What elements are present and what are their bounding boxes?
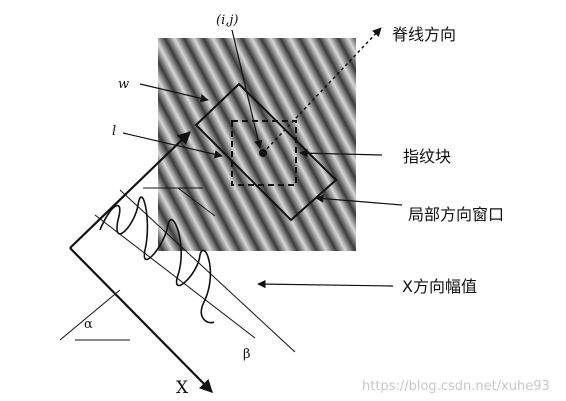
axis-up-arrow	[69, 131, 191, 249]
x-amplitude-waveform	[99, 196, 215, 324]
pointer-l	[122, 132, 223, 159]
l-label: l	[112, 124, 116, 139]
pointer-fingerprint-block	[299, 148, 383, 158]
guide-line-2	[119, 189, 296, 353]
alpha-label: α	[84, 317, 93, 332]
x-axis-label: X	[176, 378, 189, 398]
beta-label: β	[243, 347, 251, 362]
guide-line-4	[177, 187, 216, 217]
ridge-direction-arrow	[262, 27, 382, 154]
local-direction-window	[194, 82, 338, 222]
watermark: https://blog.csdn.net/xuhe93	[362, 379, 550, 394]
pointer-ij	[231, 29, 263, 149]
ridge-texture	[158, 38, 356, 251]
x-direction-amplitude-label: X方向幅值	[402, 277, 477, 296]
fingerprint-block-box	[231, 120, 297, 186]
local-direction-window-label: 局部方向窗口	[408, 205, 504, 224]
fingerprint-block-label: 指纹块	[403, 147, 451, 166]
alpha-tick	[59, 289, 121, 341]
pointer-w	[139, 83, 209, 103]
guide-line-1	[94, 214, 256, 339]
x-axis-arrow	[69, 247, 213, 393]
pixel-ij-label: (i,j)	[216, 13, 238, 28]
pointer-local-window	[315, 194, 403, 206]
pointer-x-amplitude	[257, 279, 394, 289]
ridge-direction-label: 脊线方向	[392, 25, 456, 44]
w-label: w	[118, 77, 129, 92]
